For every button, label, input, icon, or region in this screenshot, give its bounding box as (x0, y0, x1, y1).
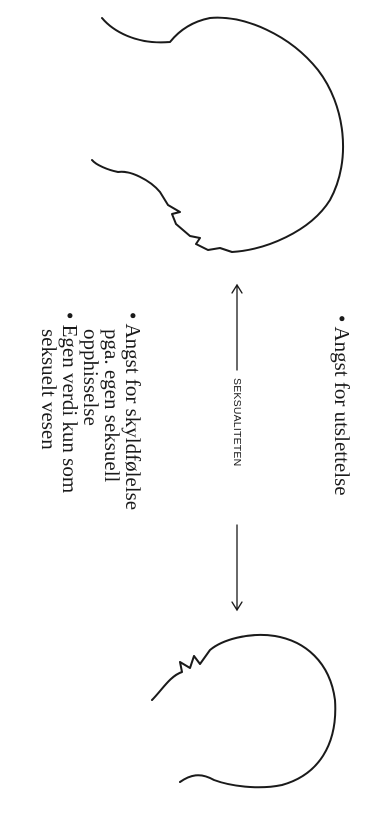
upper-bullet-list: • Angst for utslettelse (330, 315, 354, 496)
bullet-annihilation-anxiety: • Angst for utslettelse (330, 315, 354, 496)
bullet-guilt-anxiety-line2: pga. egen seksuell (100, 329, 124, 483)
axis-label-text: SEKSUALITETEN (231, 378, 243, 467)
lower-bullet-list: • Angst for skyldfølelse pga. egen seksu… (37, 312, 145, 511)
bullet-self-worth-line2: seksuelt vesen (37, 329, 61, 450)
small-head-profile (151, 634, 337, 789)
bullet-self-worth: • Egen verdi kun som (58, 312, 82, 494)
bullet-guilt-anxiety: • Angst for skyldfølelse (121, 312, 145, 511)
sexuality-double-arrow (231, 283, 243, 612)
bullet-guilt-anxiety-line3: opphisselse (79, 329, 103, 426)
axis-label-sexuality: SEKSUALITETEN (231, 378, 243, 466)
large-head-profile (91, 16, 345, 253)
